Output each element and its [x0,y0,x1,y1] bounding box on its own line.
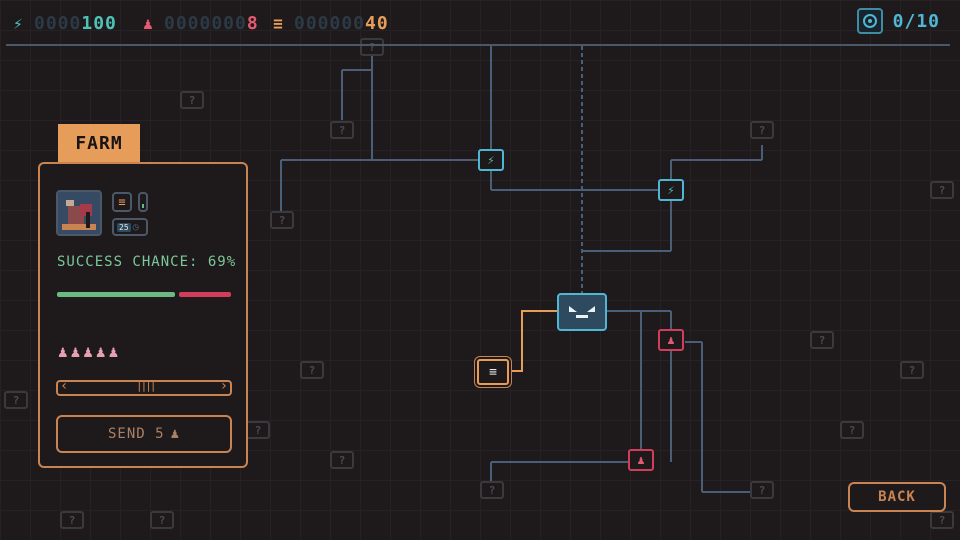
location-portrait [56,190,102,236]
crew-person-icon: ♟ [83,342,93,361]
unknown-node: ? [4,391,28,409]
unknown-node: ? [150,511,174,529]
panel-title-tab: FARM [58,124,140,162]
duration-badge: 25 ◷ [112,218,148,236]
resource-bar: ⚡ 0000 100 ♟ 0000000 8 ≡ 000000 40 0/10 [0,0,960,46]
food-counter: ≡ 000000 40 [270,10,389,36]
slider-right-arrow-icon[interactable]: › [219,378,228,394]
unknown-node: ? [330,121,354,139]
unknown-node: ? [900,361,924,379]
unknown-node: ? [246,421,270,439]
population-node[interactable]: ♟ [628,449,654,471]
unknown-node: ? [840,421,864,439]
success-chance-label: SUCCESS CHANCE: 69% [57,254,237,270]
population-node[interactable]: ♟ [658,329,684,351]
unknown-node: ? [810,331,834,349]
person-icon: ♟ [170,426,180,442]
population-counter: ♟ 0000000 8 [140,10,259,36]
slider-handle[interactable]: |||| [136,379,156,392]
lightning-icon: ⚡ [667,183,675,197]
unknown-node: ? [180,91,204,109]
crew-person-icon: ♟ [95,342,106,361]
failure-bar [179,292,231,297]
success-bar [57,292,175,297]
population-value: 8 [246,12,259,34]
lightning-icon: ⚡ [13,13,23,33]
unknown-node: ? [60,511,84,529]
food-value: 40 [365,12,389,34]
unknown-node: ? [930,511,954,529]
hud-divider [6,44,950,46]
energy-counter: ⚡ 0000 100 [10,10,117,36]
unknown-node: ? [930,181,954,199]
unknown-node: ? [360,38,384,56]
unknown-node: ? [750,121,774,139]
food-icon: ≡ [118,195,126,209]
energy-node[interactable]: ⚡ [658,179,684,201]
clock-icon: ◷ [132,221,139,233]
back-button[interactable]: BACK [848,482,946,512]
home-base-node[interactable] [557,293,607,331]
energy-node[interactable]: ⚡ [478,149,504,171]
person-icon: ♟ [667,333,675,347]
duration-value: 25 [117,222,131,232]
gear-icon[interactable] [856,8,883,34]
back-button-label: BACK [878,489,916,505]
unknown-node: ? [300,361,324,379]
unknown-node: ? [330,451,354,469]
food-icon: ≡ [489,364,497,380]
selected-link [508,310,557,372]
crew-icons: ♟♟♟♟♟ [58,342,118,361]
food-node-selected[interactable]: ≡ [477,359,509,385]
person-icon: ♟ [143,13,153,33]
energy-padding: 0000 [34,12,82,34]
slider-left-arrow-icon[interactable]: ‹ [60,378,69,394]
energy-value: 100 [81,12,117,34]
population-padding: 0000000 [164,12,247,34]
unknown-node: ? [750,481,774,499]
send-button[interactable]: SEND 5 ♟ [56,415,232,453]
crew-person-icon: ♟ [70,342,81,361]
crew-slider[interactable]: ‹ |||| › [56,378,232,396]
food-badge: ≡ [112,192,132,212]
mission-counter: 0/10 [856,8,940,34]
crew-person-icon: ♟ [58,342,68,361]
unknown-node: ? [270,211,294,229]
person-icon: ♟ [637,453,645,467]
panel-title: FARM [75,132,123,154]
hub-face-icon [569,306,595,318]
mission-progress: 0/10 [892,10,940,32]
lightning-icon: ⚡ [487,153,495,167]
unknown-node: ? [480,481,504,499]
level-bar [138,192,148,212]
food-padding: 000000 [294,12,366,34]
food-icon: ≡ [273,13,283,33]
send-button-label: SEND 5 [107,426,165,442]
crew-person-icon: ♟ [108,342,119,361]
